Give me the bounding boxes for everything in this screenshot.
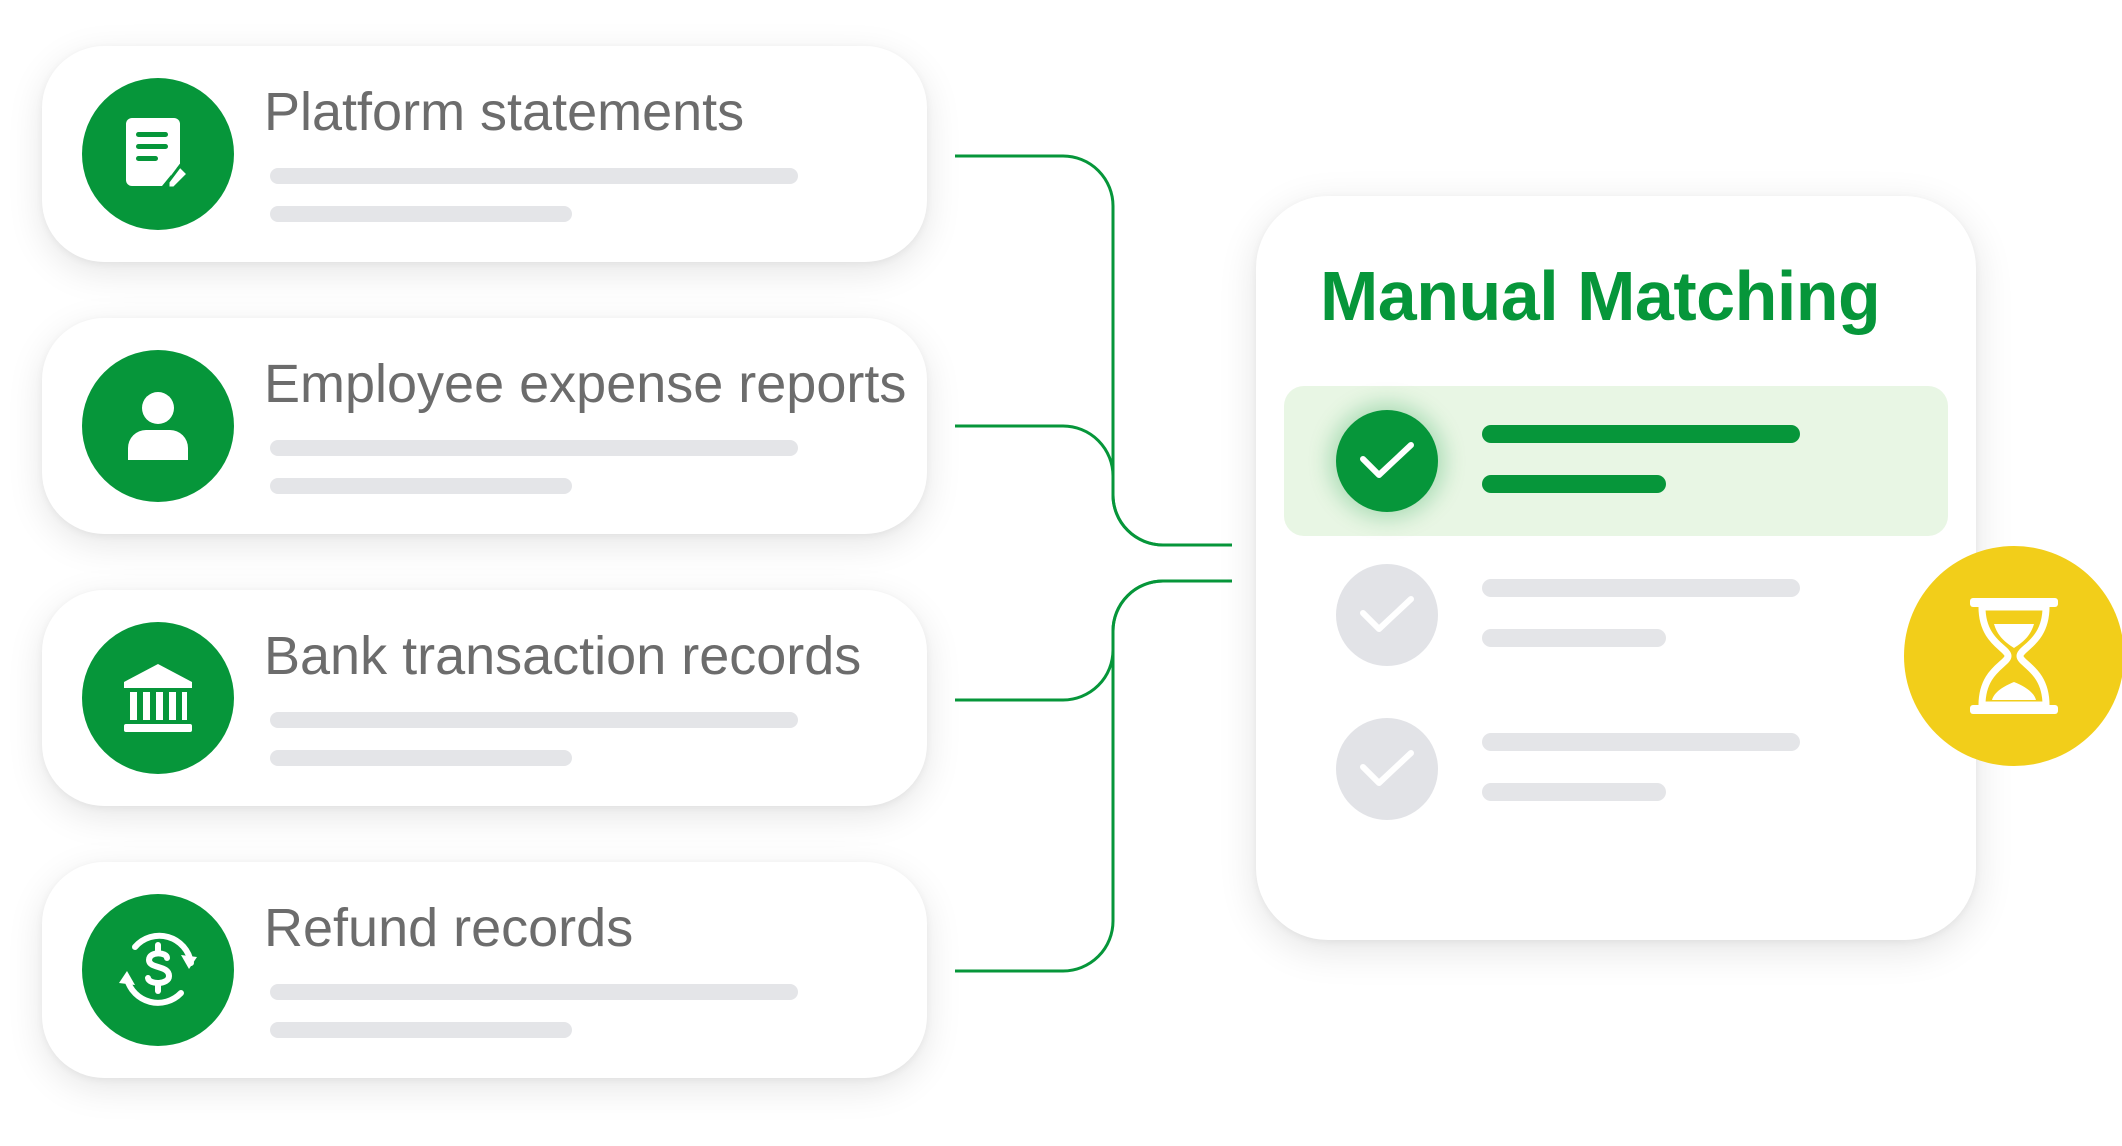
refund-dollar-icon xyxy=(82,894,234,1046)
placeholder-line xyxy=(1482,579,1800,597)
match-row-matched xyxy=(1284,386,1948,536)
connector-bank-transaction-records xyxy=(955,579,1232,702)
panel-title: Manual Matching xyxy=(1320,257,1881,335)
connector-employee-expense-reports xyxy=(955,424,1232,547)
placeholder-line xyxy=(1482,629,1666,647)
source-card-bank-transaction-records: Bank transaction records xyxy=(42,590,927,806)
placeholder-line xyxy=(1482,783,1666,801)
hourglass-icon xyxy=(1904,546,2122,766)
source-title: Bank transaction records xyxy=(264,626,862,686)
placeholder-line xyxy=(270,712,798,728)
source-title: Refund records xyxy=(264,898,634,958)
check-icon xyxy=(1336,718,1438,820)
placeholder-line xyxy=(270,478,572,494)
user-icon xyxy=(82,350,234,502)
placeholder-line xyxy=(1482,425,1800,443)
placeholder-line xyxy=(270,750,572,766)
placeholder-line xyxy=(1482,733,1800,751)
match-row-pending xyxy=(1284,694,1948,844)
manual-matching-panel: Manual Matching xyxy=(1256,196,1976,940)
connector-platform-statements xyxy=(955,154,1232,547)
placeholder-line xyxy=(270,984,798,1000)
source-title: Employee expense reports xyxy=(264,354,907,414)
connector-refund-records xyxy=(955,579,1232,973)
placeholder-line xyxy=(270,206,572,222)
placeholder-line xyxy=(270,1022,572,1038)
match-row-pending xyxy=(1284,540,1948,690)
placeholder-line xyxy=(1482,475,1666,493)
source-card-platform-statements: Platform statements xyxy=(42,46,927,262)
source-card-refund-records: Refund records xyxy=(42,862,927,1078)
document-icon xyxy=(82,78,234,230)
placeholder-line xyxy=(270,440,798,456)
check-icon xyxy=(1336,410,1438,512)
check-icon xyxy=(1336,564,1438,666)
source-card-employee-expense-reports: Employee expense reports xyxy=(42,318,927,534)
bank-icon xyxy=(82,622,234,774)
source-title: Platform statements xyxy=(264,82,745,142)
placeholder-line xyxy=(270,168,798,184)
